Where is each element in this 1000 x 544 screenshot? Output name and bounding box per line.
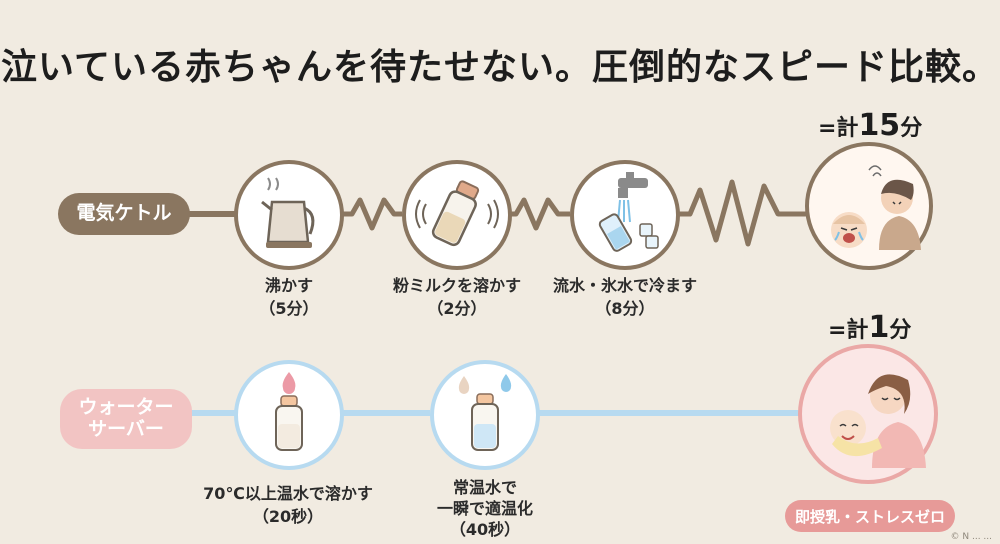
kettle-zigzag-1 <box>342 197 402 231</box>
kettle-step-label-2: 粉ミルクを溶かす （2分） <box>372 274 542 320</box>
server-step-label-1: 70℃以上温水で溶かす （20秒） <box>188 482 388 528</box>
kettle-icon <box>261 177 315 248</box>
kettle-total-prefix: =計 <box>818 116 859 141</box>
server-step-line1-1: 70℃以上温水で溶かす <box>203 484 373 503</box>
bottle-water-drops-icon <box>458 374 512 451</box>
kettle-step-circle-2 <box>402 160 512 270</box>
page-title: 泣いている赤ちゃんを待たせない。圧倒的なスピード比較。 <box>1 47 999 88</box>
mother-feeding-baby-icon <box>830 374 926 468</box>
kettle-step-name-3: 流水・氷水で冷ます <box>552 276 697 295</box>
faucet-cooling-icon <box>598 172 659 252</box>
kettle-step-label-3: 流水・氷水で冷ます （8分） <box>535 274 715 320</box>
server-total: =計1分 <box>828 310 911 345</box>
server-result-badge: 即授乳・ストレスゼロ <box>785 500 955 532</box>
kettle-total-unit: 分 <box>900 116 923 141</box>
kettle-lane-label: 電気ケトル <box>58 193 190 235</box>
server-step-line1-2: 常温水で <box>452 478 517 497</box>
kettle-step-name-1: 沸かす <box>264 276 313 295</box>
kettle-step-time-2: （2分） <box>427 299 487 319</box>
server-result-circle <box>798 344 938 484</box>
kettle-step-circle-3 <box>570 160 680 270</box>
kettle-step-time-3: （8分） <box>595 299 655 319</box>
kettle-step-time-1: （5分） <box>259 299 319 319</box>
server-step-label-2: 常温水で 一瞬で適温化 （40秒） <box>420 478 550 540</box>
server-step-line2-2: 一瞬で適温化 <box>436 498 533 518</box>
server-total-prefix: =計 <box>828 318 869 343</box>
kettle-step-label-1: 沸かす （5分） <box>239 274 339 320</box>
image-credit: © N ... ... <box>950 532 992 542</box>
server-lane-label-line2: サーバー <box>88 418 164 440</box>
server-total-value: 1 <box>868 310 890 345</box>
kettle-result-circle <box>805 142 933 270</box>
kettle-step-circle-1 <box>234 160 344 270</box>
kettle-zigzag-2 <box>508 197 570 231</box>
stressed-parent-crying-baby-icon <box>831 165 921 250</box>
server-step-line3-2: （40秒） <box>449 519 521 539</box>
kettle-total-value: 15 <box>858 108 901 143</box>
server-step-circle-1 <box>234 360 344 470</box>
server-step-circle-2 <box>430 360 540 470</box>
shaking-bottle-icon <box>415 180 499 247</box>
kettle-zigzag-3 <box>678 179 806 247</box>
kettle-total: =計15分 <box>818 108 922 143</box>
bottle-hot-water-icon <box>275 372 303 451</box>
kettle-step-name-2: 粉ミルクを溶かす <box>392 276 521 295</box>
server-total-unit: 分 <box>889 318 912 343</box>
server-step-line2-1: （20秒） <box>252 507 324 527</box>
server-lane-label: ウォーター サーバー <box>60 389 192 449</box>
server-lane-label-line1: ウォーター <box>78 396 174 419</box>
